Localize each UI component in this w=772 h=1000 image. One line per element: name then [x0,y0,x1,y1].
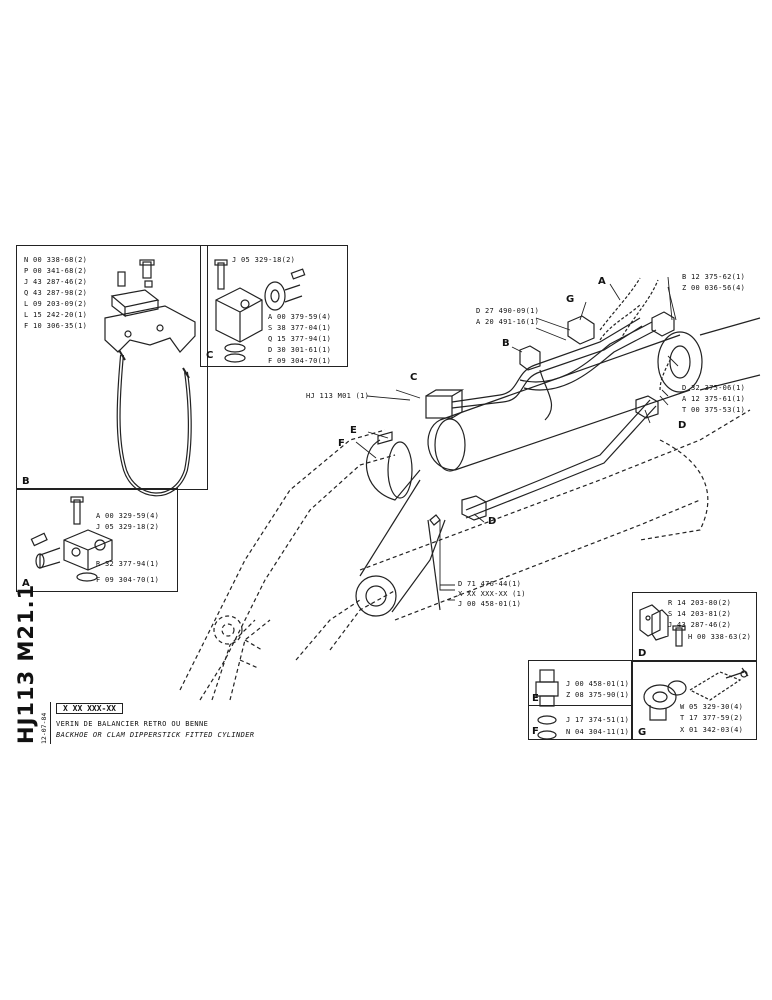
panel-b-part-3: Q 43 287-98(2) [24,289,88,297]
title-french: VERIN DE BALANCIER RETRO OU BENNE [56,720,209,728]
panel-b-part-6: F 10 306-35(1) [24,322,88,330]
panel-b-part-1: P 00 341-68(2) [24,267,88,275]
hydraulic-pipes [427,277,671,611]
flange-illustration [643,667,749,721]
callout-g: G [566,294,575,305]
panel-f-part-1: N 04 304-11(1) [566,728,630,736]
panel-a-letter: A [22,578,30,589]
callout-c: C [410,372,418,383]
main-label-right-3: A 12 375-61(1) [682,395,746,403]
main-label-bottom-0: D 71 476-44(1) [458,580,522,588]
main-label-bottom-2: J 00 458-01(1) [458,600,522,608]
sheet-code: HJ113 M21.1 [14,583,38,744]
panel-d-part-0: R 14 203-80(2) [668,599,732,607]
panel-c-part-top: J 05 329-18(2) [232,256,296,264]
panel-d-letter: D [638,648,647,659]
panel-d-box [632,592,757,662]
title-block-rule [50,702,51,744]
panel-ef-divider [528,705,632,706]
panel-g-part-2: X 01 342-03(4) [680,726,744,734]
clamp-illustration [104,259,196,497]
leader-lines [355,276,679,601]
panel-a-part-1: J 05 329-18(2) [96,523,160,531]
callout-b: B [502,338,510,349]
panel-f-letter: F [532,726,539,737]
panel-c-box [200,245,348,367]
panel-ef-box [528,660,632,740]
panel-g-part-1: T 17 377-59(2) [680,714,744,722]
panel-b-part-2: J 43 287-46(2) [24,278,88,286]
main-label-left-0: D 27 490-09(1) [476,307,540,315]
fitting-block-illustration [30,496,113,582]
main-label-right-2: D 32 375-06(1) [682,384,746,392]
panel-d-part-1: S 14 203-81(2) [668,610,732,618]
panel-d-part-3: H 00 338-63(2) [688,633,752,641]
cylinder-body [355,311,761,617]
main-label-right-1: Z 00 036-56(4) [682,284,746,292]
panel-a-part-0: A 00 329-59(4) [96,512,160,520]
callout-d-right: D [678,420,687,431]
panel-e-part-0: J 00 458-01(1) [566,680,630,688]
cylinder-block-illustration [214,259,306,363]
panel-c-letter: C [206,350,214,361]
panel-c-part-4: F 09 304-70(1) [268,357,332,365]
main-label-right-0: B 12 375-62(1) [682,273,746,281]
boom-and-dipperstick [179,409,751,701]
panel-a-box [16,488,178,592]
panel-b-letter: B [22,476,30,487]
part-number-box: X XX XXX-XX [56,703,123,714]
panel-d-part-2: J 43 287-46(2) [668,621,732,629]
main-label-right-4: T 00 375-53(1) [682,406,746,414]
panel-b-box [16,245,208,490]
main-label-left-2: HJ 113 M01 (1) [306,392,370,400]
panel-b-part-0: N 00 338-68(2) [24,256,88,264]
panel-b-part-5: L 15 242-20(1) [24,311,88,319]
panel-e-letter: E [532,693,539,704]
panel-e-part-1: Z 08 375-90(1) [566,691,630,699]
panel-g-letter: G [638,727,647,738]
panel-c-part-1: S 38 377-04(1) [268,324,332,332]
callout-d-lower: D [488,516,497,527]
panel-a-part-3: F 09 304-70(1) [96,576,160,584]
panel-g-part-0: W 05 329-30(4) [680,703,744,711]
sheet-date: 12-07-84 [40,712,48,744]
callout-f: F [338,438,345,449]
panel-b-part-4: L 09 203-09(2) [24,300,88,308]
title-english: BACKHOE OR CLAM DIPPERSTICK FITTED CYLIN… [56,731,255,739]
panel-g-box [632,660,757,740]
main-label-bottom-1: X XX XXX-XX (1) [458,590,526,598]
callout-a: A [598,276,606,287]
callout-e: E [350,425,357,436]
panel-a-part-2: R 32 377-94(1) [96,560,160,568]
panel-c-part-2: Q 15 377-94(1) [268,335,332,343]
clip-illustration [639,604,686,647]
panel-c-part-0: A 00 379-59(4) [268,313,332,321]
panel-f-part-0: J 17 374-51(1) [566,716,630,724]
main-label-left-1: A 20 491-16(1) [476,318,540,326]
panel-c-part-3: D 30 301-61(1) [268,346,332,354]
